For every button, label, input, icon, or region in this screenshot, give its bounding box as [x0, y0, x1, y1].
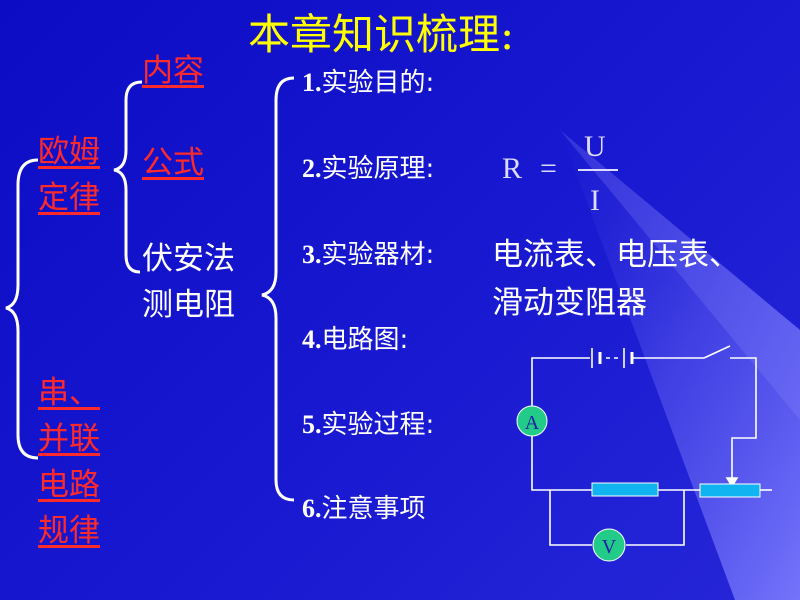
- voltmeter-label: V: [602, 536, 617, 558]
- middle-brace: [113, 80, 143, 274]
- step-5: 5.实验过程:: [302, 410, 435, 440]
- steps-brace: [261, 76, 295, 502]
- formula-r: R: [502, 152, 522, 185]
- step-2: 2.实验原理:: [302, 154, 435, 184]
- formula-equals: =: [540, 152, 557, 185]
- ammeter-label: A: [525, 412, 540, 434]
- formula-link[interactable]: 公式: [142, 145, 204, 181]
- formula-numerator: U: [584, 130, 606, 163]
- step-4: 4.电路图:: [302, 325, 409, 355]
- wire-left: [531, 436, 592, 491]
- voltmeter: [592, 528, 626, 562]
- resistor: [591, 482, 659, 497]
- step-1: 1.实验目的:: [302, 68, 435, 98]
- wire-volt-right: [626, 490, 685, 546]
- ammeter: [516, 405, 548, 437]
- ohm-law-line1[interactable]: 欧姆: [38, 134, 100, 170]
- step-3: 3.实验器材:: [302, 240, 435, 270]
- series-parallel-line3[interactable]: 电路: [38, 467, 100, 503]
- step-6: 6.注意事项: [302, 494, 426, 524]
- series-parallel-line4[interactable]: 规律: [38, 513, 100, 549]
- page-title: 本章知识梳理:: [248, 10, 515, 59]
- wire-volt-left: [549, 490, 592, 546]
- equipment-line2: 滑动变阻器: [492, 285, 647, 321]
- formula-denominator: I: [590, 184, 600, 217]
- ohm-law-line2[interactable]: 定律: [38, 180, 100, 216]
- ohm-formula: R = U I: [502, 130, 618, 217]
- wire-top-right: [730, 357, 757, 480]
- switch-blade: [703, 345, 731, 359]
- rheostat-slider-arrow: [725, 477, 739, 488]
- left-brace: [5, 158, 39, 460]
- wire-top-left: [531, 357, 590, 428]
- series-parallel-line2[interactable]: 并联: [38, 421, 100, 457]
- series-parallel-line1[interactable]: 串、: [38, 375, 100, 411]
- content-link[interactable]: 内容: [142, 53, 204, 89]
- method-line1: 伏安法: [142, 241, 235, 277]
- method-line2: 测电阻: [142, 287, 235, 323]
- equipment-line1: 电流表、电压表、: [492, 237, 740, 273]
- rheostat: [699, 483, 761, 498]
